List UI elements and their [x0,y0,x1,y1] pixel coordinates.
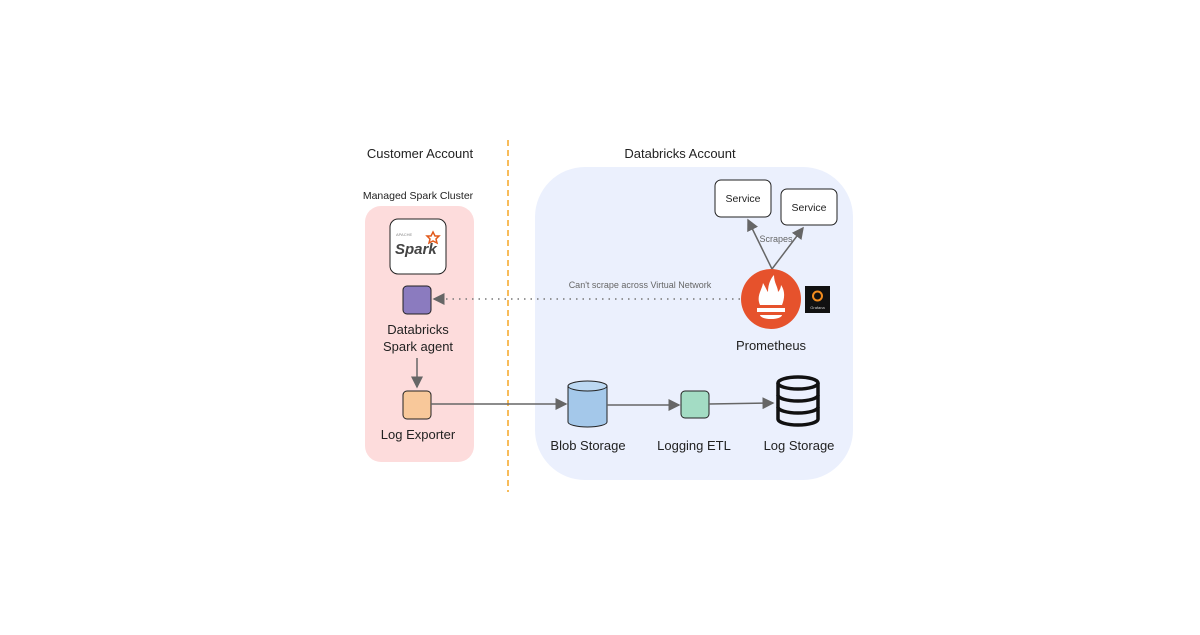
database-icon [776,375,820,427]
grafana-logo: Grafana [805,286,830,313]
scrapes-label: Scrapes [759,234,793,244]
cant-scrape-label: Can't scrape across Virtual Network [569,280,712,290]
scrape-arrow-2 [771,226,804,270]
databricks-account-title: Databricks Account [624,146,736,161]
logging-etl-node [680,390,710,419]
spark-agent-label: Databricks [387,322,449,337]
blob-storage-label: Blob Storage [550,438,625,453]
blob-storage-icon [567,380,608,428]
svg-text:Spark: Spark [395,241,437,258]
logging-etl-label: Logging ETL [657,438,731,453]
service-node-1 [714,179,772,218]
log-exporter-label: Log Exporter [381,427,456,442]
service-label-2: Service [791,202,826,214]
log-storage-label: Log Storage [764,438,835,453]
log-exporter-node [402,390,432,420]
etl-to-log-storage-arrow [708,397,775,410]
prometheus-icon [741,269,801,329]
grafana-swirl-icon [812,290,823,302]
spark-agent-node [402,285,432,315]
svg-text:APACHE: APACHE [396,232,412,237]
prometheus-label: Prometheus [736,338,807,353]
svg-text:Grafana: Grafana [810,305,825,310]
customer-account-title: Customer Account [367,146,474,161]
scrape-arrow-1 [747,218,773,270]
spark-logo: APACHE Spark [389,218,447,275]
service-label-1: Service [725,193,760,205]
spark-star-icon [425,230,441,245]
spark-agent-label-line2: Spark agent [383,339,453,354]
service-node-2 [780,188,838,226]
managed-spark-cluster-title: Managed Spark Cluster [363,190,474,202]
